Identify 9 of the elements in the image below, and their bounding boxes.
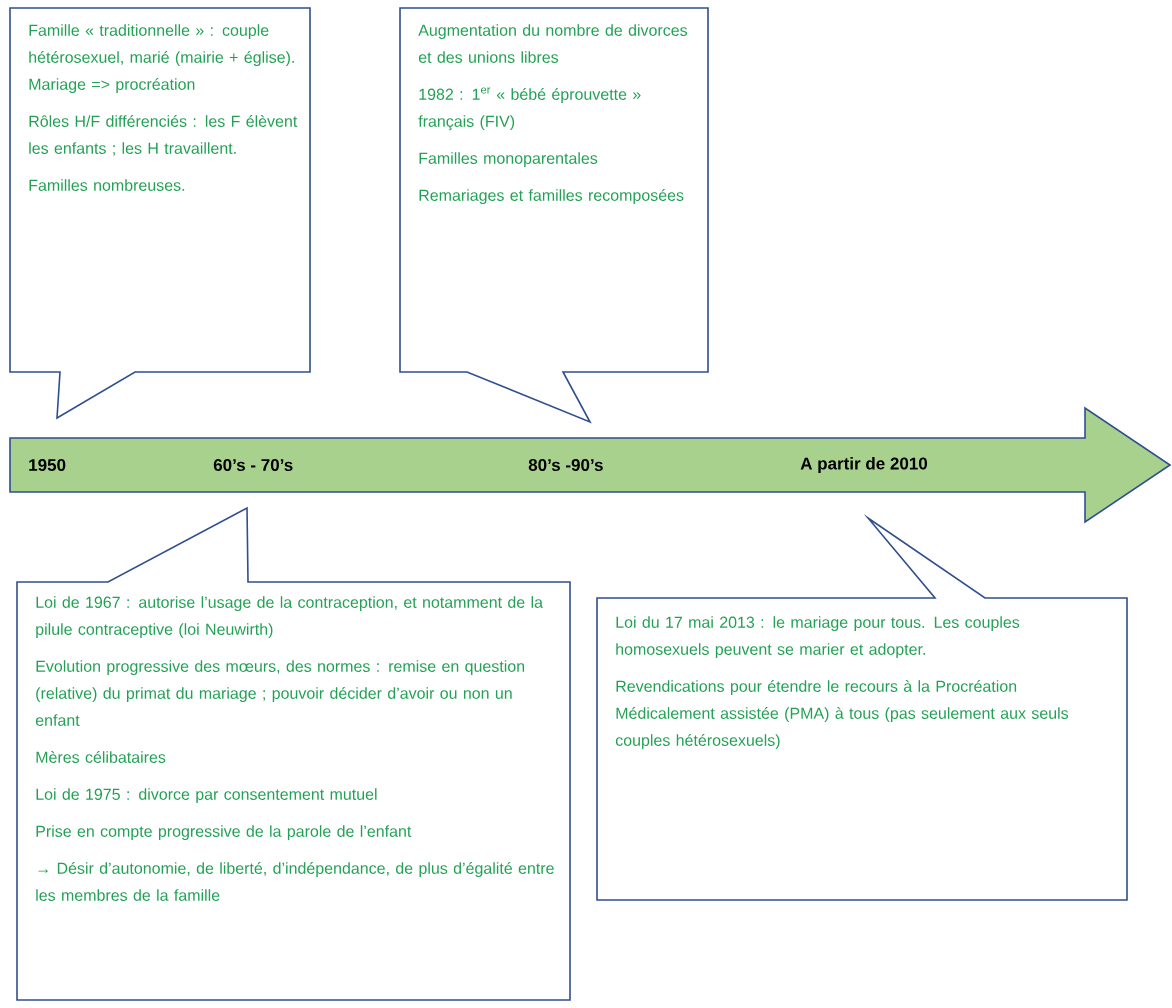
callout-box: Famille « traditionnelle » : couple hétérosexuel, marié (mairie + église). Mariage => procréation Rôles H/F différenciés : les F élèvent les enfants ; les H travaillent. Familles nombreuses. — [9, 7, 311, 420]
year-label: 1950 — [29, 459, 66, 471]
year-label: 80’s -90’s — [528, 459, 603, 471]
year-label: 60’s - 70’s — [213, 459, 293, 471]
callout-box: Augmentation du nombre de divorces et des unions libres 1982 : 1$^{er}$ « bébé éprouvette » français (FIV) Familles monoparentales Remariages et familles recomposées — [399, 7, 709, 424]
callout-box: Loi de 1967 : autorise l’usage de la contraception, et notamment de la pilule contraceptive (loi Neuwirth) Evolution progressive des mœurs, des normes : remise en question (relative) du primat du mariage ; pouvoir décider d’avoir ou non un enfant Mères célibataires Loi de 1975 : divorce par consentement mutuel Prise en compte progressive de la parole de l’enfant → Désir d’autonomie, de liberté, d’indépendance, de plus d’égalité entre les membres de la famille — [16, 506, 571, 1001]
timeline-arrow — [9, 406, 1172, 524]
callout-box: Loi du 17 mai 2013 : le mariage pour tous. Les couples homosexuels peuvent se marier et adopter. Revendications pour étendre le recours à la Procréation Médicalement assistée (PMA) à tous (pas seulement aux seuls couples hétérosexuels) — [596, 514, 1128, 901]
year-label: A partir de 2010 — [800, 457, 928, 473]
